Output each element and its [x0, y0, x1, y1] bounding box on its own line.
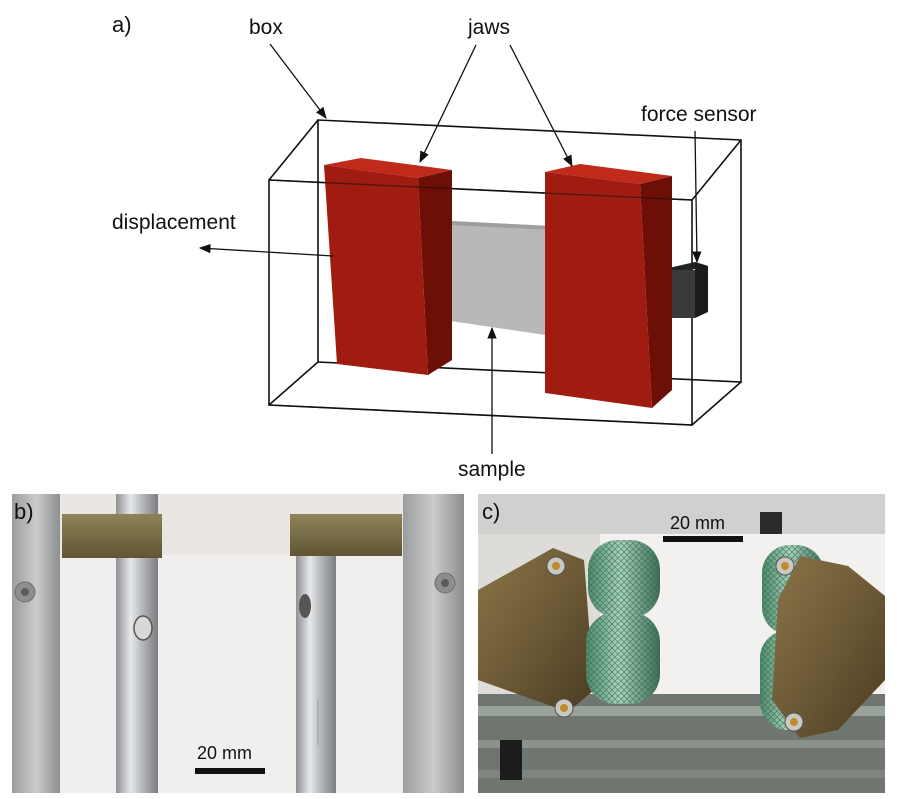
panel-c-photo: c) 20 mm [478, 494, 885, 793]
panel-a-label: a) [112, 12, 132, 37]
panel-c-scale-label: 20 mm [670, 513, 725, 533]
label-sample: sample [458, 458, 526, 481]
label-displacement: displacement [112, 211, 236, 234]
label-force-sensor: force sensor [641, 103, 757, 126]
label-jaws: jaws [467, 16, 510, 39]
panel-b-scale-label: 20 mm [197, 743, 252, 763]
panel-c-label: c) [482, 499, 500, 524]
panel-a: a) [112, 12, 757, 481]
arrow-displacement [198, 243, 334, 257]
label-box: box [249, 16, 283, 39]
box-front-edges [268, 179, 693, 426]
arrow-jaws-left [419, 44, 477, 164]
arrow-jaws-right [509, 44, 573, 168]
right-jaw [545, 164, 672, 408]
sample [430, 220, 552, 336]
arrow-box [269, 43, 327, 119]
arrow-force-sensor [692, 130, 702, 264]
panel-c-scale-bar [663, 536, 743, 542]
left-jaw [324, 158, 452, 375]
panel-b-photo: b) 20 mm [12, 494, 464, 793]
panel-b-scale-bar [195, 768, 265, 774]
panel-b-label: b) [14, 499, 34, 524]
